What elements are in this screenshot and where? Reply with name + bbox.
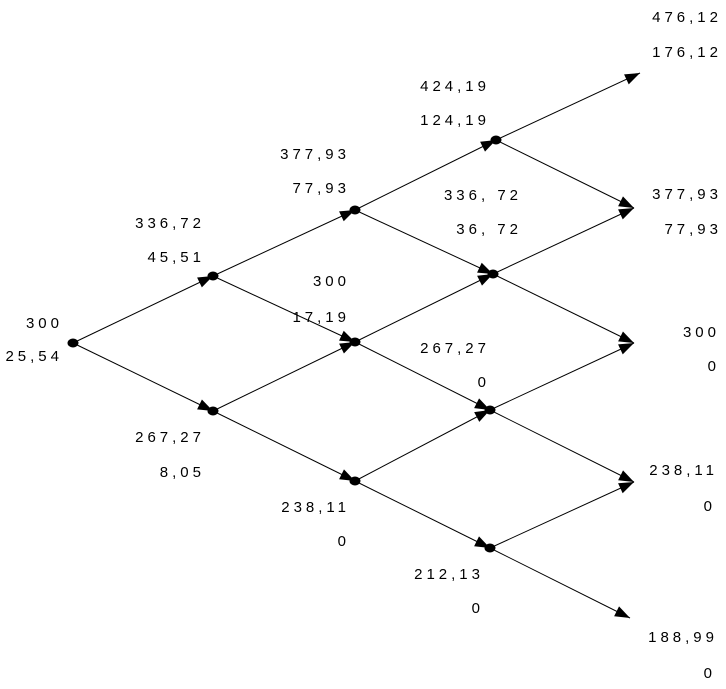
node-n33 (484, 543, 496, 553)
node-n31 (487, 269, 499, 279)
node-n22-price-label: 238,11 (281, 499, 350, 516)
arrowhead-n30-n40 (624, 73, 640, 85)
edge-n33-n43 (489, 481, 635, 549)
node-n33-price-label: 212,13 (414, 566, 484, 583)
node-n21-price-label: 300 (313, 273, 350, 290)
arrowhead-n31-n42 (618, 331, 634, 343)
node-n00-price-label: 300 (26, 315, 63, 332)
node-n30-price-label: 424,19 (420, 78, 490, 95)
edge-n32-n43 (489, 409, 635, 483)
node-n32 (484, 405, 496, 415)
edge-n22-n33 (354, 480, 491, 549)
node-n00-value-label: 25,54 (5, 348, 63, 365)
arrowhead-n32-n43 (618, 470, 634, 482)
arrowhead-n31-n41 (618, 208, 634, 220)
node-n31-value-label: 36, 72 (456, 221, 522, 238)
node-n30 (490, 135, 502, 145)
node-n20-value-label: 77,93 (292, 180, 350, 197)
node-n30-value-label: 124,19 (420, 112, 490, 129)
node-n11-price-label: 267,27 (135, 429, 205, 446)
node-n40-value-label: 176,12 (652, 44, 722, 61)
edge-n22-n32 (354, 409, 491, 482)
node-n20-price-label: 377,93 (280, 146, 350, 163)
node-n11 (207, 406, 219, 416)
edge-n20-n30 (354, 139, 497, 211)
node-n41-value-label: 77,93 (664, 221, 722, 238)
edge-n21-n31 (354, 273, 494, 343)
edge-n31-n41 (492, 207, 635, 275)
edge-n21-n32 (354, 341, 491, 411)
edge-n30-n40 (495, 72, 641, 141)
arrowhead-n33-n44 (614, 606, 630, 618)
node-n31-price-label: 336, 72 (444, 187, 522, 204)
edge-n33-n44 (489, 547, 631, 619)
edge-n11-n22 (212, 410, 356, 482)
node-n32-value-label: 0 (478, 374, 490, 391)
node-n21-value-label: 17,19 (292, 309, 350, 326)
node-n20 (349, 205, 361, 215)
arrowhead-n33-n43 (618, 482, 634, 494)
node-n40-price-label: 476,12 (652, 9, 722, 26)
node-n22 (349, 476, 361, 486)
edge-n30-n41 (495, 139, 635, 209)
nodes-layer (67, 135, 502, 553)
node-n42-value-label: 0 (708, 358, 720, 375)
edge-n32-n42 (489, 342, 635, 411)
node-n11-value-label: 8,05 (160, 464, 205, 481)
node-n42-price-label: 300 (683, 324, 720, 341)
node-n21 (349, 337, 361, 347)
node-n22-value-label: 0 (338, 533, 350, 550)
labels-layer: 300 25,54 336,72 45,51 267,27 8,05 377,93 77,93… (5, 9, 722, 682)
node-n33-value-label: 0 (472, 600, 484, 617)
node-n43-price-label: 238,11 (649, 462, 718, 479)
node-n10-value-label: 45,51 (147, 249, 205, 266)
node-n41-price-label: 377,93 (652, 186, 722, 203)
node-n10-price-label: 336,72 (135, 215, 205, 232)
edge-n20-n31 (354, 209, 494, 275)
edge-n00-n11 (72, 342, 214, 412)
edge-n31-n42 (492, 273, 635, 344)
node-n44-value-label: 0 (704, 665, 716, 682)
node-n00 (67, 338, 79, 348)
node-n10 (207, 271, 219, 281)
node-n32-price-label: 267,27 (420, 340, 490, 357)
edge-n10-n21 (212, 275, 356, 343)
arrowhead-n30-n41 (618, 196, 634, 208)
edge-n10-n20 (212, 209, 356, 277)
edge-n00-n10 (72, 275, 214, 344)
edge-n11-n21 (212, 341, 356, 412)
arrowhead-n32-n42 (618, 343, 634, 355)
node-n44-price-label: 188,99 (648, 629, 718, 646)
node-n43-value-label: 0 (704, 498, 716, 515)
